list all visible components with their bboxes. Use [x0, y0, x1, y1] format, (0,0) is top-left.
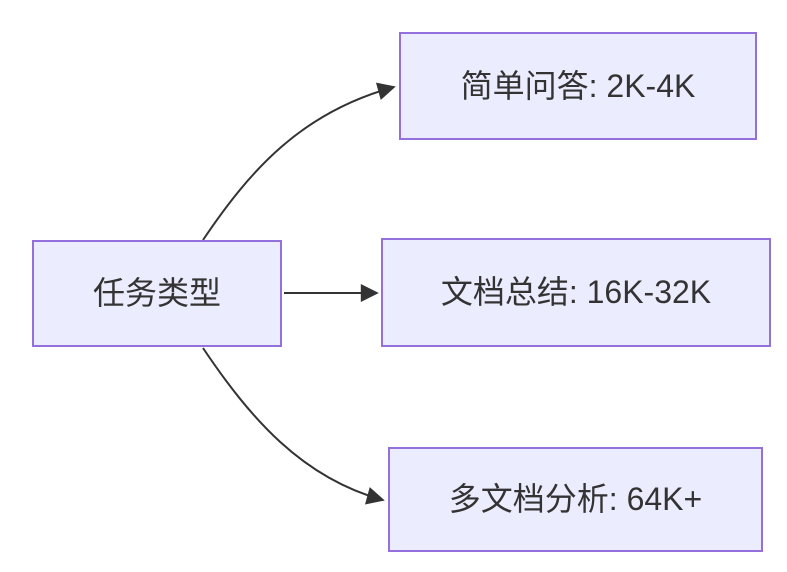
edge-task-type-to-multi-doc-analysis	[202, 347, 385, 505]
node-task-type: 任务类型	[32, 240, 282, 347]
node-multi-doc-analysis-label: 多文档分析: 64K+	[448, 481, 703, 518]
node-task-type-label: 任务类型	[92, 275, 221, 312]
edge-task-type-to-simple-qa	[202, 82, 396, 241]
node-simple-qa-label: 简单问答: 2K-4K	[460, 67, 696, 104]
node-simple-qa: 简单问答: 2K-4K	[399, 32, 757, 140]
node-multi-doc-analysis: 多文档分析: 64K+	[388, 447, 763, 552]
node-doc-summary: 文档总结: 16K-32K	[381, 238, 771, 347]
node-doc-summary-label: 文档总结: 16K-32K	[440, 274, 712, 311]
